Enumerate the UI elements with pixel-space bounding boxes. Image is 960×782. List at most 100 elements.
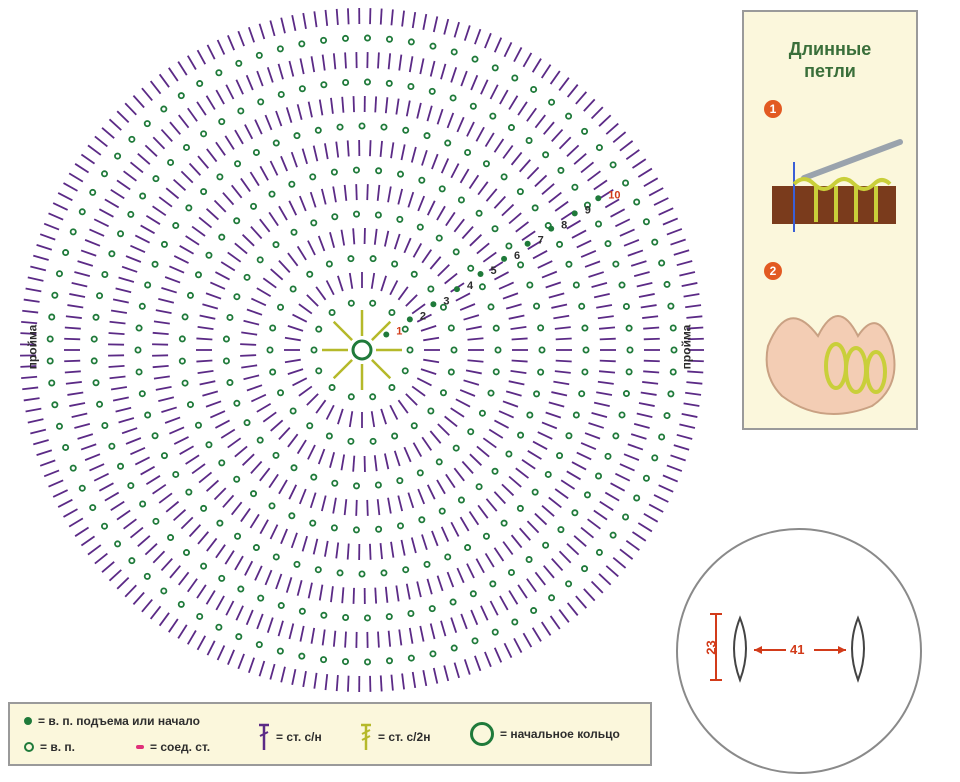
double-crochet-stitch — [206, 148, 218, 163]
chain-stitch — [128, 135, 136, 143]
chain-stitch — [347, 393, 355, 401]
double-crochet-stitch — [269, 20, 276, 37]
chain-stitch — [416, 469, 424, 477]
double-crochet-stitch — [306, 393, 319, 406]
chain-stitch — [256, 256, 264, 264]
chain-stitch — [663, 280, 671, 288]
chain-stitch — [233, 475, 241, 483]
double-crochet-stitch — [284, 336, 301, 342]
double-crochet-stitch — [64, 337, 81, 341]
chain-stitch — [51, 291, 59, 299]
chain-stitch — [478, 409, 486, 417]
legend-magic-ring-text: = начальное кольцо — [500, 727, 620, 741]
double-crochet-stitch — [125, 255, 142, 263]
double-crochet-stitch — [511, 359, 528, 363]
double-crochet-stitch — [431, 530, 439, 547]
double-crochet-stitch — [277, 63, 284, 80]
double-crochet-stitch — [681, 282, 698, 287]
chain-stitch — [151, 432, 159, 440]
start-chain-dot — [430, 301, 437, 308]
double-crochet-stitch — [341, 587, 345, 604]
chain-stitch — [101, 522, 109, 530]
double-crochet-stitch — [554, 326, 571, 330]
double-crochet-stitch — [165, 500, 180, 513]
chain-stitch — [325, 432, 333, 440]
double-crochet-stitch — [488, 428, 504, 439]
double-crochet-stitch — [57, 192, 73, 202]
double-crochet-stitch — [213, 199, 227, 213]
chain-stitch — [152, 517, 160, 525]
double-crochet-stitch — [245, 74, 254, 91]
double-crochet-stitch — [450, 407, 465, 418]
double-crochet-stitch — [408, 627, 414, 644]
double-crochet-stitch — [155, 385, 172, 391]
double-crochet-stitch — [518, 159, 531, 173]
chain-stitch — [507, 124, 515, 132]
chain-stitch — [272, 553, 280, 561]
double-crochet-stitch — [290, 151, 298, 168]
hook-illustration-1 — [772, 139, 903, 232]
double-crochet-stitch — [407, 191, 415, 208]
chain-stitch — [482, 160, 490, 168]
chain-stitch — [475, 483, 483, 491]
double-crochet-stitch — [596, 391, 613, 396]
chain-stitch — [429, 42, 437, 50]
double-crochet-stitch — [196, 584, 207, 599]
double-crochet-stitch — [348, 411, 354, 428]
double-crochet-stitch — [65, 315, 82, 319]
chain-stitch — [218, 574, 226, 582]
double-crochet-stitch — [480, 605, 489, 621]
double-crochet-stitch — [23, 397, 40, 402]
double-crochet-stitch — [169, 121, 181, 135]
double-crochet-stitch — [489, 84, 499, 100]
double-crochet-stitch — [531, 627, 542, 642]
chain-stitch — [135, 324, 143, 332]
double-crochet-stitch — [666, 464, 683, 472]
double-crochet-stitch — [466, 121, 475, 137]
double-crochet-stitch — [493, 195, 506, 209]
double-crochet-stitch — [298, 195, 307, 212]
double-crochet-stitch — [27, 276, 44, 282]
double-crochet-stitch — [324, 540, 329, 557]
double-crochet-stitch — [619, 548, 634, 560]
double-crochet-stitch — [679, 271, 696, 277]
double-crochet-stitch — [337, 275, 344, 292]
double-crochet-stitch — [280, 155, 288, 172]
double-crochet-stitch — [25, 407, 42, 413]
chain-stitch — [410, 270, 418, 278]
double-crochet-stitch — [468, 510, 480, 526]
double-crochet-stitch — [116, 110, 130, 123]
double-crochet-stitch — [317, 235, 326, 252]
chain-stitch — [531, 488, 539, 496]
double-crochet-stitch — [256, 613, 264, 630]
double-crochet-stitch — [383, 453, 390, 470]
double-crochet-stitch — [307, 101, 313, 118]
double-crochet-stitch — [33, 439, 49, 446]
double-crochet-stitch — [315, 286, 327, 301]
double-crochet-stitch — [296, 580, 303, 596]
double-crochet-stitch — [64, 359, 81, 363]
chain-stitch — [222, 335, 230, 343]
double-crochet-stitch — [108, 118, 122, 131]
double-crochet-stitch — [477, 504, 489, 519]
double-crochet-stitch — [411, 303, 426, 315]
double-crochet-stitch — [551, 558, 564, 572]
double-crochet-stitch — [250, 460, 263, 474]
chain-stitch — [380, 569, 388, 577]
double-crochet-stitch — [180, 170, 194, 184]
double-crochet-stitch — [155, 309, 172, 315]
double-crochet-stitch — [121, 427, 138, 435]
double-crochet-stitch — [686, 381, 703, 385]
double-crochet-stitch — [352, 587, 355, 604]
double-crochet-stitch — [484, 32, 492, 49]
chain-stitch — [205, 251, 213, 259]
chain-stitch — [533, 302, 541, 310]
double-crochet-stitch — [410, 146, 417, 163]
chain-stitch — [439, 389, 447, 397]
double-crochet-stitch — [191, 463, 206, 475]
double-crochet-stitch — [80, 535, 96, 547]
double-crochet-stitch — [387, 497, 392, 514]
double-crochet-stitch — [312, 538, 319, 555]
double-crochet-stitch — [537, 260, 553, 269]
